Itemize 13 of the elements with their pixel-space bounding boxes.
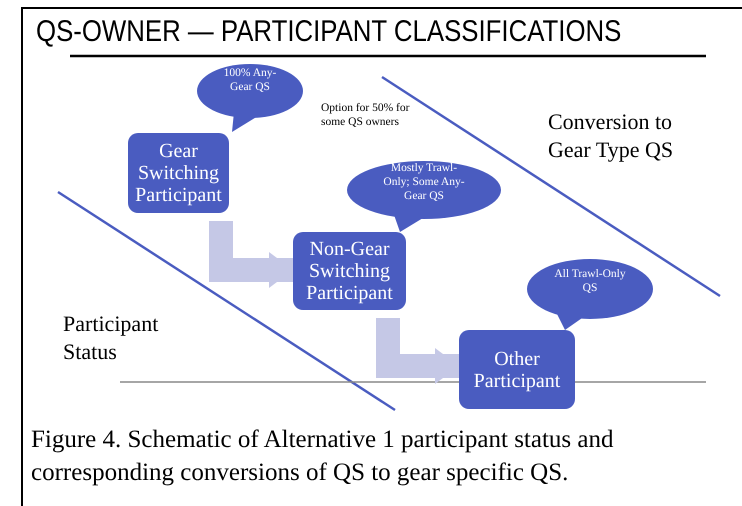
bubble-text: All Trawl-Only QS bbox=[553, 268, 627, 296]
figure-caption: Figure 4. Schematic of Alternative 1 participant status and corresponding conversions of QS to gear specific QS. bbox=[31, 425, 614, 488]
section-label: Conversion to Gear Type QS bbox=[548, 108, 674, 163]
section-label: Participant Status bbox=[63, 310, 160, 365]
bubble-text: Mostly Trawl- Only; Some Any- Gear QS bbox=[382, 162, 466, 204]
note-text: Option for 50% for some QS owners bbox=[321, 101, 410, 130]
participant-box: Non-Gear Switching Participant bbox=[293, 232, 406, 310]
participant-box: Gear Switching Participant bbox=[128, 133, 229, 213]
bent-arrow bbox=[376, 318, 459, 384]
participant-box: Other Participant bbox=[459, 330, 575, 409]
bubble-text: 100% Any- Gear QS bbox=[222, 67, 278, 95]
title: QS-OWNER — PARTICIPANT CLASSIFICATIONS bbox=[36, 14, 622, 50]
bent-arrow bbox=[209, 221, 293, 288]
